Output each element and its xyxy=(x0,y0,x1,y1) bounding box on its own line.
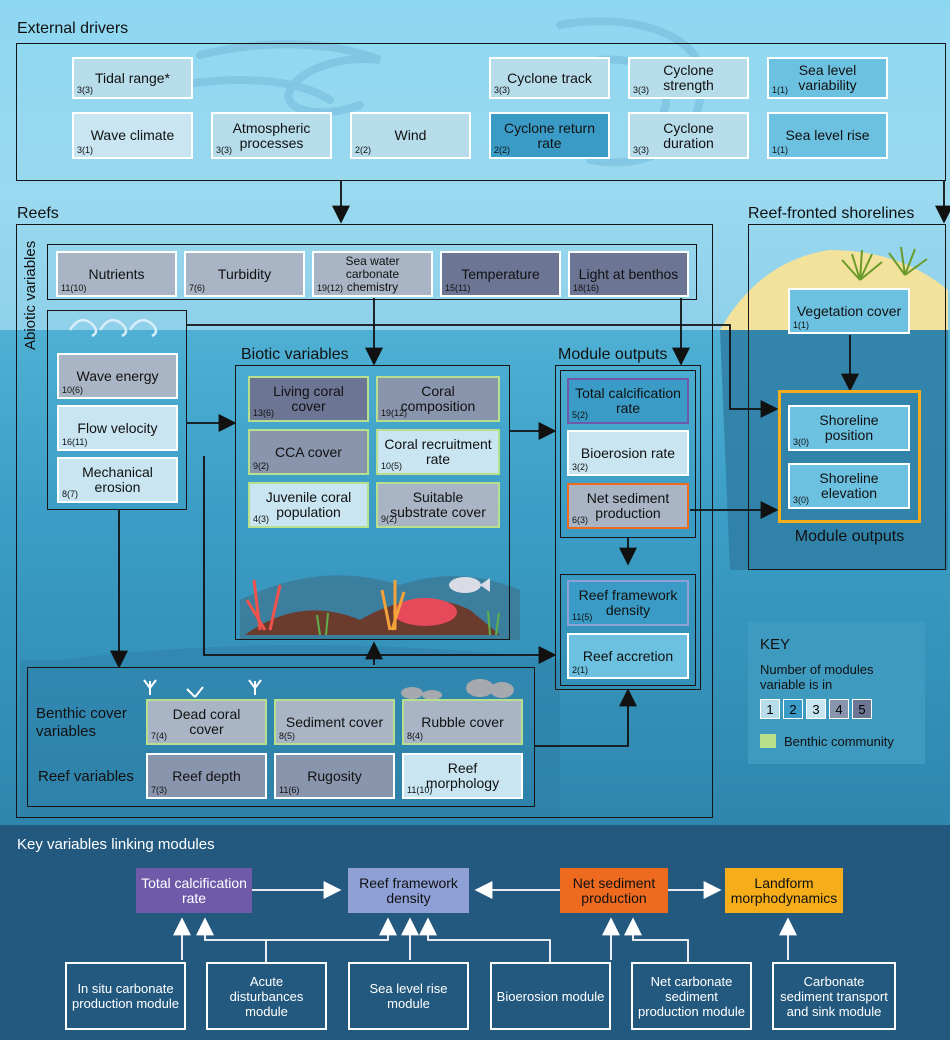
reef-variables-title: Reef variables xyxy=(38,768,134,785)
module-bioerosion: Bioerosion module xyxy=(490,962,611,1030)
module-net-carbonate-sediment: Net carbonate sediment production module xyxy=(631,962,752,1030)
key-swatches: 1 2 3 4 5 xyxy=(760,699,872,719)
abiotic-title: Abiotic variables xyxy=(22,240,39,350)
shoreline-outputs-title: Module outputs xyxy=(794,528,905,545)
module-acute-disturbances: Acute disturbances module xyxy=(206,962,327,1030)
shoreline-outputs-frame xyxy=(778,390,921,523)
reef-fronted-frame xyxy=(748,224,946,570)
key-subtitle: Number of modules variable is in xyxy=(760,662,874,692)
module-carbonate-transport: Carbonate sediment transport and sink mo… xyxy=(772,962,896,1030)
module-outputs-frame xyxy=(555,365,701,690)
module-in-situ-carbonate: In situ carbonate production module xyxy=(65,962,186,1030)
key-panel: KEY Number of modules variable is in 1 2… xyxy=(748,622,925,764)
link-total-calcification: Total calcification rate xyxy=(136,868,252,913)
key-level-5: 5 xyxy=(852,699,872,719)
key-level-3: 3 xyxy=(806,699,826,719)
key-benthic-swatch xyxy=(760,734,776,748)
module-sea-level-rise: Sea level rise module xyxy=(348,962,469,1030)
reef-fronted-title: Reef-fronted shorelines xyxy=(748,205,915,222)
key-level-2: 2 xyxy=(783,699,803,719)
module-outputs-upper-frame xyxy=(560,370,696,538)
key-title: KEY xyxy=(760,636,791,653)
key-benthic-label: Benthic community xyxy=(784,734,894,749)
benthic-frame xyxy=(27,667,535,807)
benthic-cover-title: Benthic cover variables xyxy=(36,705,127,740)
key-level-1: 1 xyxy=(760,699,780,719)
module-outputs-lower-frame xyxy=(560,574,696,686)
external-drivers-frame xyxy=(16,43,946,181)
reefs-frame xyxy=(16,224,713,818)
abiotic-left-frame xyxy=(47,310,187,510)
module-outputs-title: Module outputs xyxy=(558,346,668,363)
tidal-range-box: Tidal range*3(3) xyxy=(72,57,193,99)
key-level-4: 4 xyxy=(829,699,849,719)
link-reef-framework-density: Reef framework density xyxy=(348,868,469,913)
abiotic-top-frame xyxy=(47,244,697,300)
biotic-title: Biotic variables xyxy=(241,346,349,363)
linking-title: Key variables linking modules xyxy=(17,836,215,853)
biotic-frame xyxy=(235,365,510,640)
link-landform-morphodynamics: Landform morphodynamics xyxy=(725,868,843,913)
external-drivers-title: External drivers xyxy=(17,20,129,37)
link-net-sediment-production: Net sediment production xyxy=(560,868,668,913)
reefs-title: Reefs xyxy=(17,205,59,222)
